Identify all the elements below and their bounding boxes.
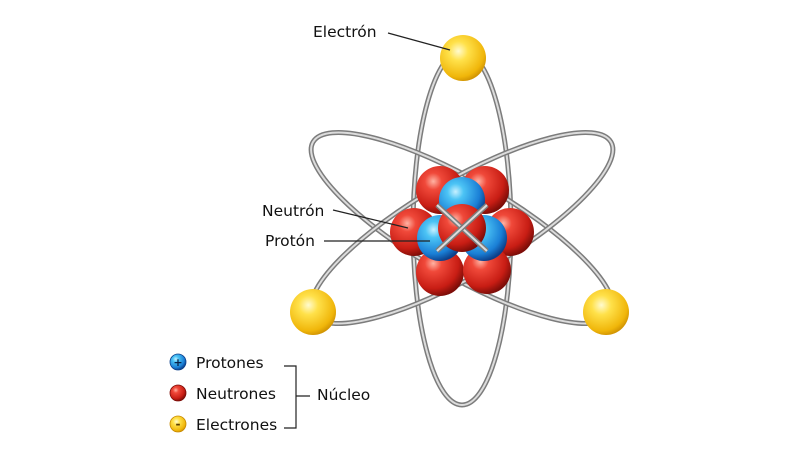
legend-item-neutrons: Neutrones bbox=[169, 384, 276, 403]
neutron-legend-icon bbox=[169, 384, 187, 402]
electron-legend-icon bbox=[169, 415, 187, 433]
legend-label-protons: Protones bbox=[196, 354, 264, 372]
legend-label-electrons: Electrones bbox=[196, 416, 277, 434]
electron-left bbox=[290, 289, 336, 335]
neutron-label: Neutrón bbox=[262, 202, 324, 220]
electron-right bbox=[583, 289, 629, 335]
electron-symbol: - bbox=[176, 417, 181, 431]
legend-bracket bbox=[284, 365, 310, 429]
legend: + Protones Neutrones - Electrones Núcleo bbox=[169, 353, 370, 434]
nucleus-group-label: Núcleo bbox=[317, 386, 370, 404]
proton-symbol: + bbox=[173, 356, 182, 369]
electron-label: Electrón bbox=[313, 23, 377, 41]
electron-top bbox=[440, 35, 486, 81]
electron-callout-line bbox=[387, 32, 451, 51]
orbit-front-segments bbox=[435, 203, 489, 253]
legend-item-protons: + Protones bbox=[169, 353, 264, 372]
legend-item-electrons: - Electrones bbox=[169, 415, 277, 434]
proton-legend-icon bbox=[169, 353, 187, 371]
electrons bbox=[290, 35, 629, 335]
legend-label-neutrons: Neutrones bbox=[196, 385, 276, 403]
neutron-callout-line bbox=[332, 209, 409, 229]
proton-label: Protón bbox=[265, 232, 315, 250]
neutron-sphere bbox=[416, 248, 464, 296]
callout-lines bbox=[324, 32, 451, 242]
